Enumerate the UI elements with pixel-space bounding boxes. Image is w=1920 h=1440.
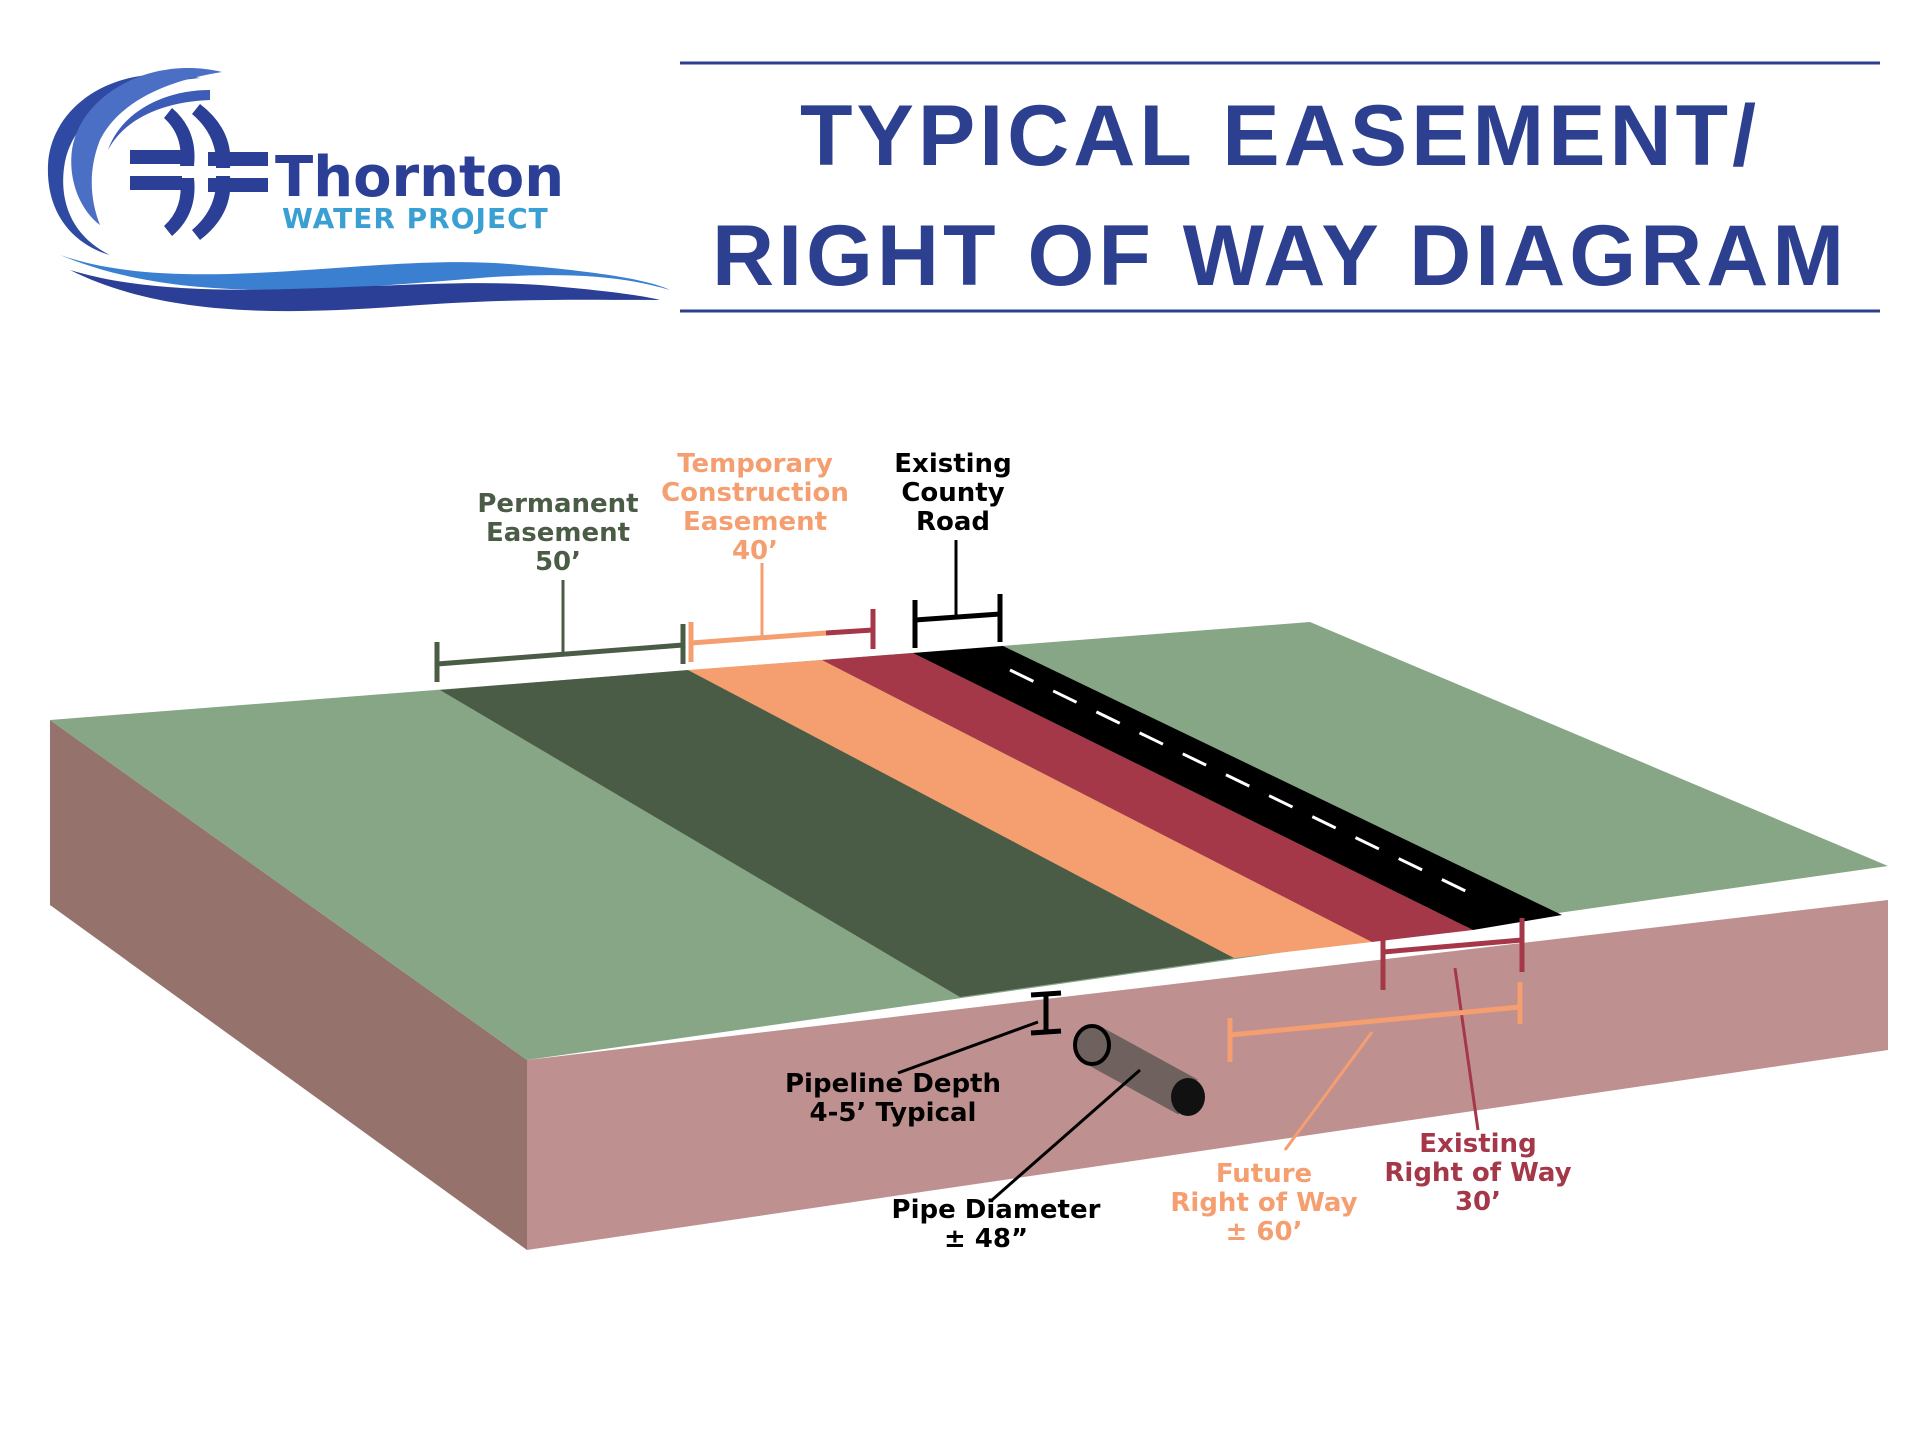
permanent-easement-bracket — [434, 580, 686, 682]
label-pipeline-depth: Pipeline Depth 4-5’ Typical — [785, 1069, 1001, 1128]
temporary-easement-line-3: Easement — [683, 507, 827, 537]
county-road-line-2: County — [901, 478, 1004, 508]
permanent-easement-line-2: Easement — [486, 518, 630, 548]
existing-row-line-3: 30’ — [1455, 1187, 1501, 1217]
county-road-line-1: Existing — [894, 449, 1011, 479]
temporary-easement-bracket — [688, 563, 876, 662]
pipe-diameter-leader — [991, 1068, 1141, 1202]
logo-subtitle: WATER PROJECT — [282, 202, 549, 235]
pipeline-depth-line-1: Pipeline Depth — [785, 1069, 1001, 1099]
ground-block — [50, 622, 1888, 1250]
permanent-easement-line-3: 50’ — [535, 547, 581, 577]
title-block: TYPICAL EASEMENT/ RIGHT OF WAY DIAGRAM — [680, 61, 1880, 313]
thornton-logo: Thornton WATER PROJECT — [47, 68, 670, 312]
label-county-road: Existing County Road — [894, 449, 1011, 537]
permanent-easement-strip — [440, 670, 1234, 997]
permanent-easement-line-1: Permanent — [477, 489, 638, 519]
county-road-line-3: Road — [916, 507, 990, 537]
temporary-easement-line-1: Temporary — [677, 449, 833, 479]
dimension-markers — [434, 540, 1525, 1202]
temporary-easement-strip — [688, 660, 1372, 958]
existing-row-strip — [822, 653, 1473, 942]
soil-front-face — [527, 900, 1888, 1250]
pipeline-depth-marker — [897, 990, 1062, 1075]
future-row-line-3: ± 60’ — [1226, 1217, 1303, 1247]
temporary-easement-line-2: Construction — [661, 478, 849, 508]
temporary-easement-line-4: 40’ — [732, 536, 778, 566]
existing-row-line-2: Right of Way — [1384, 1158, 1571, 1188]
pipe-end-near — [1171, 1078, 1205, 1116]
logo-swirl-icon — [47, 68, 670, 312]
road-center-dashes — [1009, 668, 1481, 900]
future-row-bracket — [1227, 982, 1523, 1151]
label-future-row: Future Right of Way ± 60’ — [1170, 1159, 1357, 1247]
pipe-diameter-line-1: Pipe Diameter — [892, 1195, 1101, 1225]
existing-row-line-1: Existing — [1419, 1129, 1536, 1159]
pipeline-depth-line-2: 4-5’ Typical — [810, 1098, 977, 1128]
label-pipe-diameter: Pipe Diameter ± 48” — [892, 1195, 1101, 1254]
future-row-line-2: Right of Way — [1170, 1188, 1357, 1218]
title-line-2: RIGHT OF WAY DIAGRAM — [712, 208, 1848, 304]
existing-row-bracket — [1380, 918, 1525, 1131]
label-temporary-easement: Temporary Construction Easement 40’ — [661, 449, 849, 566]
title-line-1: TYPICAL EASEMENT/ — [800, 88, 1760, 184]
logo-name: Thornton — [275, 145, 564, 210]
label-permanent-easement: Permanent Easement 50’ — [477, 489, 638, 577]
label-existing-row: Existing Right of Way 30’ — [1384, 1129, 1571, 1217]
pipe-diameter-line-2: ± 48” — [944, 1224, 1028, 1254]
future-row-line-1: Future — [1216, 1159, 1312, 1189]
county-road-bracket — [912, 540, 1003, 648]
pipe-end-far — [1073, 1024, 1111, 1066]
soil-side-face — [50, 720, 527, 1250]
